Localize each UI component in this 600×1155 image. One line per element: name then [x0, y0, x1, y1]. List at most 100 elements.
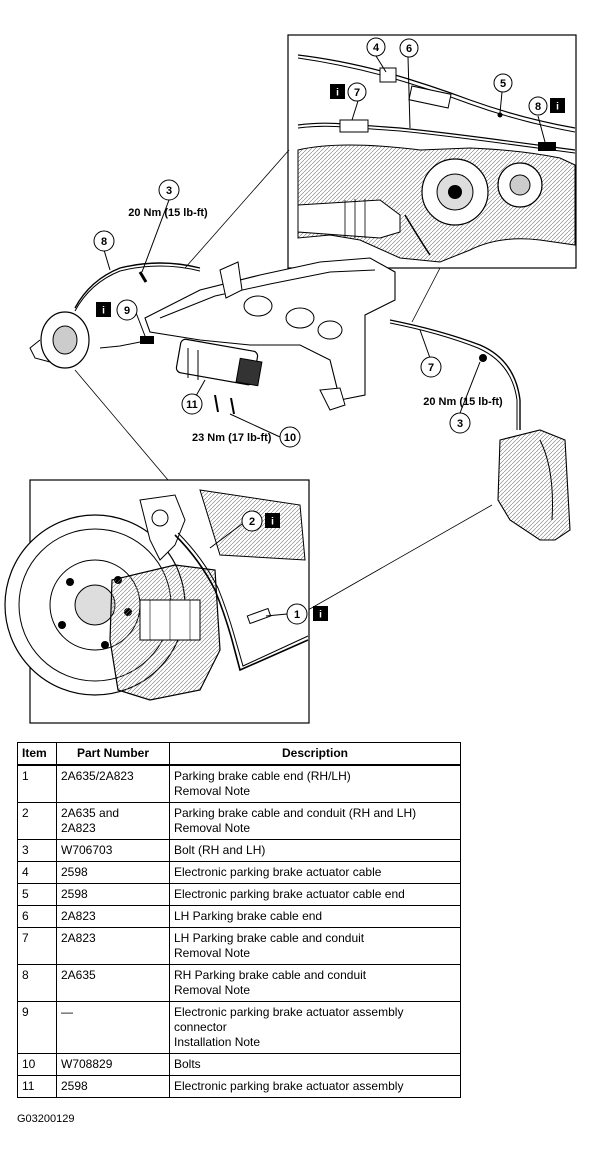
part-number-line: 2A823	[61, 821, 96, 835]
cell-description: LH Parking brake cable end	[169, 905, 461, 928]
torque-spec-right: 20 Nm (15 lb-ft)	[423, 396, 503, 408]
torque-spec-left: 20 Nm (15 lb-ft)	[128, 207, 208, 219]
table-row: 4 2598 Electronic parking brake actuator c…	[17, 861, 461, 884]
torque-spec-bottom: 23 Nm (17 lb-ft)	[192, 432, 272, 444]
info-icon-label: i	[556, 102, 559, 113]
cell-description: Bolt (RH and LH)	[169, 839, 461, 862]
cell-part-number: W706703	[56, 839, 170, 862]
cell-item: 9	[17, 1001, 57, 1054]
cell-item: 11	[17, 1075, 57, 1098]
callout-main-3-left: 3	[166, 185, 172, 197]
description-line: Removal Note	[174, 821, 251, 835]
part-number-line: 2A635 and	[61, 806, 120, 820]
table-row: 3 W706703 Bolt (RH and LH)	[17, 839, 461, 862]
callout-top-6: 6	[406, 43, 412, 55]
description-line: Electronic parking brake actuator cable …	[174, 887, 405, 901]
part-number-line: W706703	[61, 843, 113, 857]
callout-bottom-1: 1	[294, 609, 300, 621]
detail-inset-bottom: 2 i 1 i	[4, 479, 328, 724]
cell-part-number: 2598	[56, 861, 170, 884]
info-icon-label: i	[102, 306, 105, 317]
description-line: Electronic parking brake actuator assemb…	[174, 1005, 404, 1019]
cell-description: Electronic parking brake actuator assemb…	[169, 1001, 461, 1054]
cell-description: Electronic parking brake actuator cable	[169, 861, 461, 884]
callout-bottom-2: 2	[249, 516, 255, 528]
description-line: Removal Note	[174, 983, 251, 997]
part-number-line: 2598	[61, 887, 88, 901]
header-item: Item	[17, 742, 57, 766]
description-line: connector	[174, 1020, 227, 1034]
info-icon-label: i	[319, 610, 322, 621]
info-icon	[313, 606, 328, 621]
info-icon-label: i	[271, 517, 274, 528]
part-number-line: —	[61, 1005, 73, 1019]
cell-item: 8	[17, 964, 57, 1002]
callout-main-11: 11	[186, 399, 198, 411]
part-number-line: 2A635/2A823	[61, 769, 134, 783]
cell-part-number: 2A823	[56, 927, 170, 965]
description-line: RH Parking brake cable and conduit	[174, 968, 367, 982]
callout-top-7: 7	[354, 87, 360, 99]
cell-description: Electronic parking brake actuator assemb…	[169, 1075, 461, 1098]
cell-part-number: W708829	[56, 1053, 170, 1076]
cell-item: 3	[17, 839, 57, 862]
header-description: Description	[169, 742, 461, 766]
callout-top-8: 8	[535, 101, 541, 113]
description-line: Parking brake cable end (RH/LH)	[174, 769, 351, 783]
cell-description: Electronic parking brake actuator cable …	[169, 883, 461, 906]
info-icon	[550, 98, 565, 113]
table-row: 6 2A823 LH Parking brake cable end	[17, 905, 461, 928]
cell-description: Bolts	[169, 1053, 461, 1076]
cell-item: 6	[17, 905, 57, 928]
table-row: 8 2A635 RH Parking brake cable and conduit…	[17, 964, 461, 1002]
main-assembly: 3 20 Nm (15 lb-ft) 8 i 9 11 23 Nm (17 lb…	[29, 179, 571, 541]
description-line: Parking brake cable and conduit (RH and …	[174, 806, 417, 820]
description-line: Removal Note	[174, 784, 251, 798]
cell-item: 1	[17, 764, 57, 803]
callout-main-3-right: 3	[457, 418, 463, 430]
callout-top-5: 5	[500, 78, 506, 90]
info-icon-label: i	[336, 88, 339, 99]
figure-id: G03200129	[17, 1113, 75, 1125]
description-line: Bolts	[174, 1057, 201, 1071]
description-line: LH Parking brake cable end	[174, 909, 323, 923]
cell-item: 2	[17, 802, 57, 840]
cell-part-number: —	[56, 1001, 170, 1054]
cell-item: 7	[17, 927, 57, 965]
cell-part-number: 2A823	[56, 905, 170, 928]
parts-table-body: 1 2A635/2A823 Parking brake cable end (RH/…	[17, 764, 461, 1098]
part-number-line: 2A635	[61, 968, 96, 982]
table-row: 11 2598 Electronic parking brake actuator …	[17, 1075, 461, 1098]
cell-part-number: 2A635/2A823	[56, 764, 170, 803]
description-line: Installation Note	[174, 1035, 261, 1049]
header-part-number: Part Number	[56, 742, 170, 766]
cell-description: Parking brake cable and conduit (RH and …	[169, 802, 461, 840]
part-number-line: 2A823	[61, 909, 96, 923]
table-row: 7 2A823 LH Parking brake cable and conduit…	[17, 927, 461, 965]
table-row: 9 — Electronic parking brake actuator asse…	[17, 1001, 461, 1054]
part-number-line: W708829	[61, 1057, 113, 1071]
description-line: LH Parking brake cable and conduit	[174, 931, 365, 945]
cell-item: 10	[17, 1053, 57, 1076]
info-icon	[96, 302, 111, 317]
parking-brake-diagram: 4 6 5 7 i 8 i	[4, 34, 577, 724]
part-number-line: 2598	[61, 1079, 88, 1093]
callout-main-7: 7	[428, 362, 434, 374]
cell-item: 4	[17, 861, 57, 884]
description-line: Bolt (RH and LH)	[174, 843, 266, 857]
description-line: Electronic parking brake actuator assemb…	[174, 1079, 404, 1093]
cell-item: 5	[17, 883, 57, 906]
table-row: 10 W708829 Bolts	[17, 1053, 461, 1076]
cell-part-number: 2598	[56, 883, 170, 906]
detail-inset-top: 4 6 5 7 i 8 i	[287, 34, 577, 269]
info-icon	[265, 513, 280, 528]
part-number-line: 2A823	[61, 931, 96, 945]
description-line: Electronic parking brake actuator cable	[174, 865, 382, 879]
cell-part-number: 2598	[56, 1075, 170, 1098]
part-number-line: 2598	[61, 865, 88, 879]
callout-top-4: 4	[373, 42, 380, 54]
callout-main-8: 8	[101, 236, 107, 248]
